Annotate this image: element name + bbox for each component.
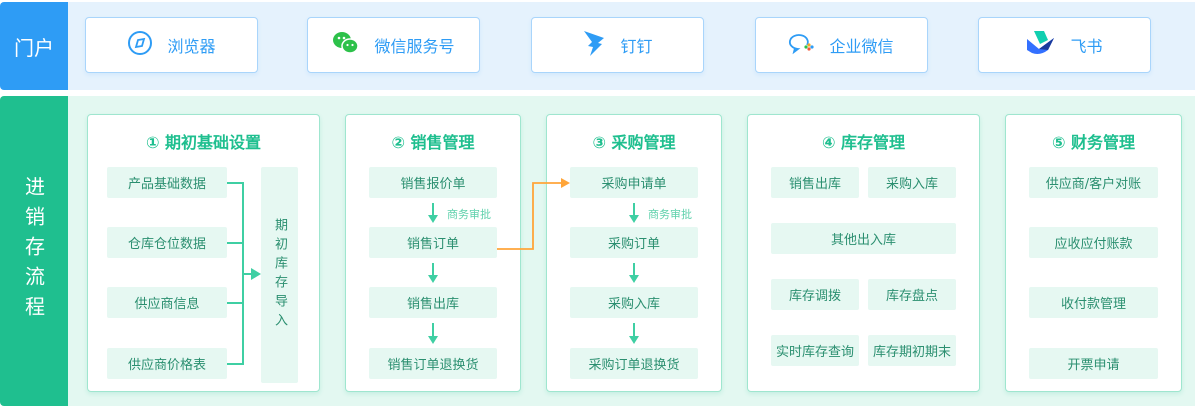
arrow-down-icon bbox=[629, 215, 639, 344]
purchase-item[interactable]: 采购订单退换货 bbox=[570, 348, 698, 379]
panel-title: ⑤ 财务管理 bbox=[1051, 133, 1136, 152]
portal-dingtalk-button[interactable]: 钉钉 bbox=[531, 17, 704, 73]
panel-title: ③ 采购管理 bbox=[592, 133, 676, 152]
setup-item[interactable]: 产品基础数据 bbox=[107, 167, 227, 198]
sales-item[interactable]: 销售出库 bbox=[369, 287, 497, 318]
portal-label-text: 微信服务号 bbox=[374, 37, 455, 56]
panel-title: ④ 库存管理 bbox=[821, 133, 906, 152]
portal-label-text: 浏览器 bbox=[167, 37, 216, 56]
portal-label-text: 飞书 bbox=[1070, 37, 1103, 56]
purchase-item[interactable]: 采购申请单 bbox=[570, 167, 698, 198]
inventory-item[interactable]: 销售出库 bbox=[771, 167, 859, 198]
portal-label: 门户 bbox=[0, 2, 68, 90]
setup-item[interactable]: 供应商价格表 bbox=[107, 348, 227, 379]
sales-to-purchase-connector bbox=[497, 182, 562, 250]
inventory-item[interactable]: 其他出入库 bbox=[771, 223, 956, 254]
flow-label: 进销存流程 bbox=[0, 96, 68, 406]
inventory-item[interactable]: 库存调拨 bbox=[771, 279, 859, 310]
dingtalk-icon bbox=[582, 29, 606, 61]
arrow-right-icon bbox=[561, 178, 570, 188]
finance-item[interactable]: 供应商/客户对账 bbox=[1029, 167, 1158, 198]
setup-item[interactable]: 仓库仓位数据 bbox=[107, 227, 227, 258]
setup-bracket-connector bbox=[227, 182, 252, 365]
setup-item[interactable]: 供应商信息 bbox=[107, 287, 227, 318]
purchase-item[interactable]: 采购入库 bbox=[570, 287, 698, 318]
opening-stock-import[interactable]: 期初库存导入 bbox=[261, 167, 298, 383]
feishu-icon bbox=[1026, 30, 1056, 60]
sales-item[interactable]: 销售报价单 bbox=[369, 167, 497, 198]
arrow-down-icon bbox=[428, 215, 438, 344]
approval-note: 商务审批 bbox=[447, 208, 491, 221]
portal-label-text: 企业微信 bbox=[829, 37, 894, 56]
arrow-right-icon bbox=[251, 268, 261, 280]
finance-item[interactable]: 收付款管理 bbox=[1029, 287, 1158, 318]
inventory-item[interactable]: 实时库存查询 bbox=[771, 335, 859, 366]
purchase-item[interactable]: 采购订单 bbox=[570, 227, 698, 258]
finance-item[interactable]: 开票申请 bbox=[1029, 348, 1158, 379]
portal-label-text: 钉钉 bbox=[620, 37, 653, 56]
portal-wecom-button[interactable]: 企业微信 bbox=[755, 17, 928, 73]
approval-note: 商务审批 bbox=[648, 208, 692, 221]
wecom-icon bbox=[789, 31, 815, 59]
inventory-item[interactable]: 采购入库 bbox=[868, 167, 956, 198]
panel-title: ② 销售管理 bbox=[391, 133, 475, 152]
portal-wechat-button[interactable]: 微信服务号 bbox=[307, 17, 480, 73]
panel-title: ① 期初基础设置 bbox=[145, 133, 262, 152]
finance-item[interactable]: 应收应付账款 bbox=[1029, 227, 1158, 258]
sales-item[interactable]: 销售订单 bbox=[369, 227, 497, 258]
compass-icon bbox=[127, 30, 153, 60]
wechat-icon bbox=[332, 30, 360, 60]
inventory-item[interactable]: 库存盘点 bbox=[868, 279, 956, 310]
portal-browser-button[interactable]: 浏览器 bbox=[85, 17, 258, 73]
portal-feishu-button[interactable]: 飞书 bbox=[978, 17, 1151, 73]
inventory-item[interactable]: 库存期初期末 bbox=[868, 335, 956, 366]
sales-item[interactable]: 销售订单退换货 bbox=[369, 348, 497, 379]
